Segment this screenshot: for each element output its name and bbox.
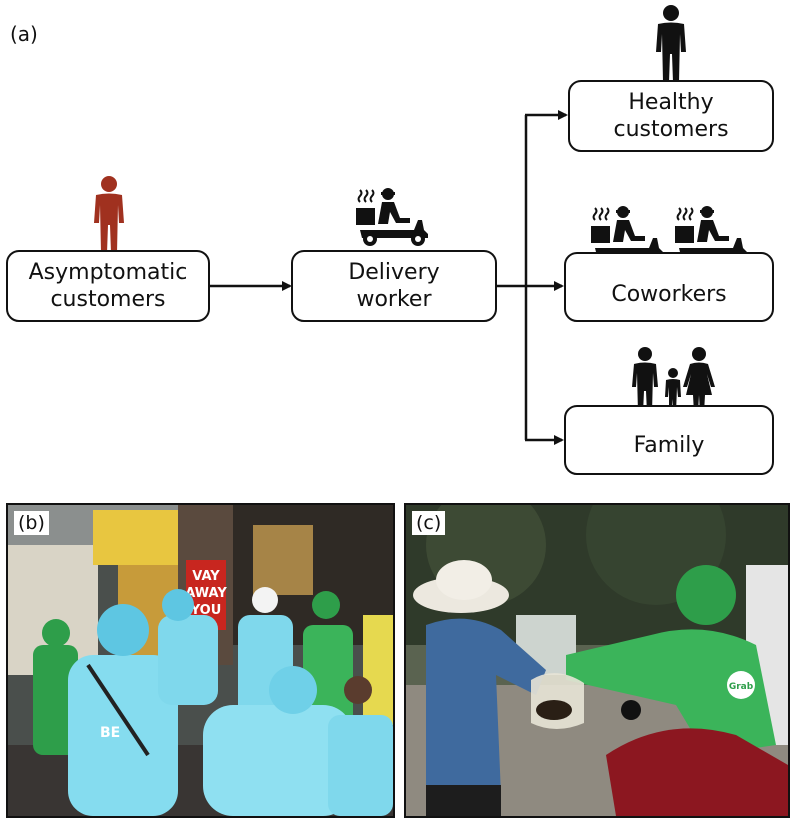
node-healthy-customers: Healthy customers: [568, 80, 774, 152]
node-healthy-line1: Healthy: [628, 90, 714, 115]
photo-b-crowd-of-delivery-workers: VAY AWAY YOU BE (b): [6, 503, 395, 818]
family-icon: [632, 347, 715, 413]
node-family: Family: [564, 405, 774, 475]
infected-person-icon: [94, 176, 124, 253]
node-delivery-worker: Delivery worker: [291, 250, 497, 322]
node-coworkers: Coworkers: [564, 252, 774, 322]
panel-label-b: (b): [14, 511, 49, 535]
node-asymptomatic-line1: Asymptomatic: [28, 260, 188, 285]
person-icon: [656, 5, 686, 82]
node-worker-line2: worker: [356, 287, 432, 312]
node-coworkers-label: Coworkers: [611, 281, 727, 307]
node-asymptomatic-line2: customers: [50, 287, 166, 312]
panel-label-c: (c): [412, 511, 446, 535]
photo-c-food-handover: Grab (c): [404, 503, 790, 818]
photo-b-logo: BE: [100, 725, 120, 741]
svg-text:AWAY: AWAY: [185, 586, 227, 601]
panel-label-a: (a): [10, 22, 38, 46]
photo-c-logo: Grab: [729, 682, 754, 692]
delivery-scooter-icon: [356, 188, 428, 246]
node-asymptomatic-customers: Asymptomatic customers: [6, 250, 210, 322]
flow-arrows: [210, 110, 568, 445]
node-worker-line1: Delivery: [348, 260, 440, 285]
svg-text:YOU: YOU: [190, 603, 222, 618]
node-family-label: Family: [633, 432, 705, 458]
svg-text:VAY: VAY: [192, 569, 220, 584]
node-healthy-line2: customers: [613, 117, 729, 142]
